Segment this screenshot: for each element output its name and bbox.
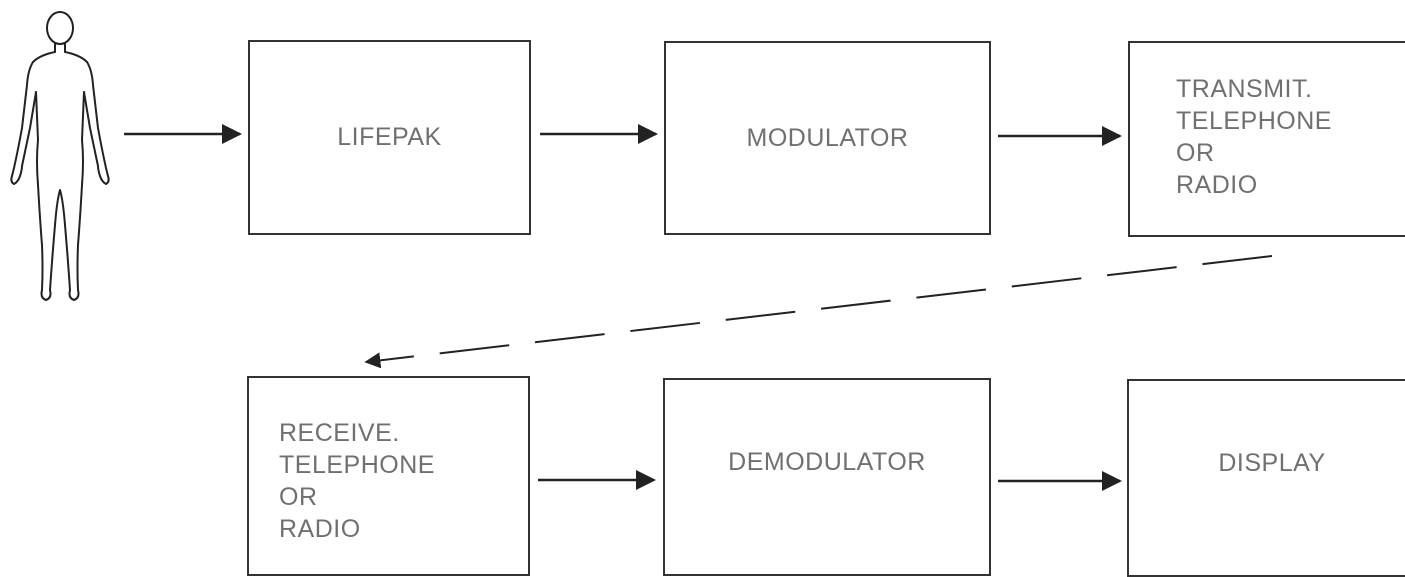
arrow-transmit-to-receive — [364, 255, 1273, 369]
demodulator-block: DEMODULATOR — [663, 378, 991, 576]
transmit-block: TRANSMIT. TELEPHONE OR RADIO — [1128, 41, 1405, 237]
display-block: DISPLAY — [1127, 379, 1405, 577]
transmit-line-3: OR — [1176, 139, 1215, 167]
receive-line-3: OR — [279, 483, 318, 511]
modulator-label: MODULATOR — [746, 123, 909, 152]
transmit-line-2: TELEPHONE — [1176, 107, 1332, 135]
receive-line-4: RADIO — [279, 515, 361, 543]
receive-line-1: RECEIVE. — [279, 419, 400, 447]
display-label: DISPLAY — [1218, 448, 1326, 477]
modulator-block: MODULATOR — [664, 41, 991, 235]
demodulator-label: DEMODULATOR — [728, 447, 926, 476]
human-figure-icon — [10, 11, 110, 301]
receive-line-2: TELEPHONE — [279, 451, 435, 479]
transmit-line-1: TRANSMIT. — [1176, 75, 1313, 103]
transmit-line-4: RADIO — [1176, 171, 1258, 199]
lifepak-block: LIFEPAK — [248, 40, 531, 235]
lifepak-label: LIFEPAK — [337, 123, 442, 151]
receive-block: RECEIVE. TELEPHONE OR RADIO — [247, 376, 530, 576]
